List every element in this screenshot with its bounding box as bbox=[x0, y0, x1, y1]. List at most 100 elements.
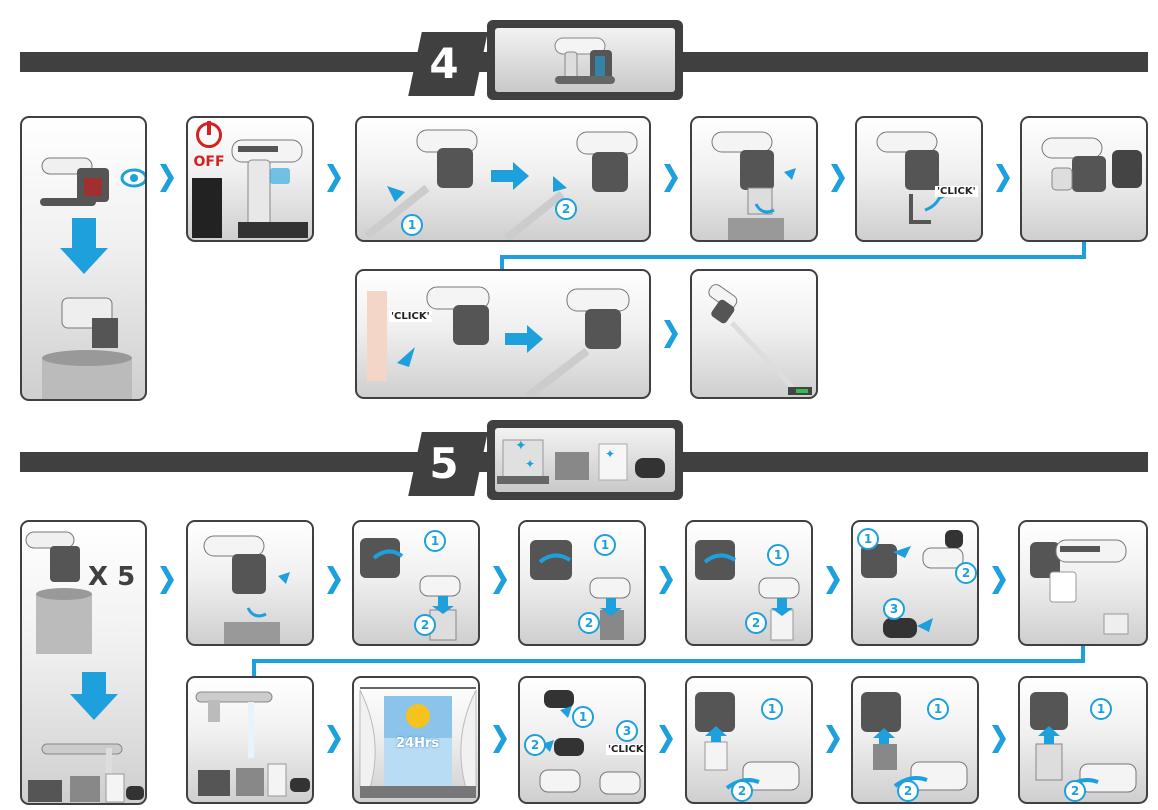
wipe-parts-illustration bbox=[1030, 539, 1129, 635]
step-5-7-panel bbox=[1018, 520, 1148, 646]
clean-parts-thumbnail: ✦ ✦ ✦ bbox=[495, 428, 675, 492]
section-4-number: 4 bbox=[429, 39, 459, 88]
section-5-number: 5 bbox=[429, 439, 459, 488]
step-5-1-panel: X 5 bbox=[20, 520, 147, 805]
svg-text:✦: ✦ bbox=[515, 438, 527, 454]
step-number-3: 3 bbox=[883, 598, 905, 620]
remove-filter-illustration bbox=[530, 540, 631, 640]
svg-text:✦: ✦ bbox=[605, 447, 615, 461]
refit-sponge-illustration bbox=[539, 690, 641, 795]
step-number-2: 2 bbox=[745, 612, 767, 634]
chevron-right-icon bbox=[160, 164, 174, 192]
chevron-right-icon bbox=[493, 566, 507, 594]
section-4-header-image bbox=[487, 20, 683, 100]
step-number-2: 2 bbox=[555, 198, 577, 220]
assembled-vacuum-illustration bbox=[708, 284, 812, 395]
connector-line bbox=[500, 255, 504, 270]
step-5-12-panel: 1 2 bbox=[851, 676, 979, 804]
step-4-5-panel: 'CLICK' bbox=[855, 116, 983, 242]
click-label: 'CLICK' bbox=[389, 311, 432, 322]
step-number-2: 2 bbox=[1064, 780, 1086, 802]
step-number-3: 3 bbox=[616, 720, 638, 742]
remove-sponge-illustration bbox=[861, 530, 964, 638]
connector-line bbox=[1081, 646, 1085, 663]
step-4-2-panel: OFF bbox=[186, 116, 314, 242]
chevron-right-icon bbox=[664, 320, 678, 348]
vacuum-body-icon bbox=[554, 37, 615, 84]
step-5-4-panel: 1 2 bbox=[518, 520, 646, 646]
step-number-1: 1 bbox=[572, 706, 594, 728]
step-5-8-panel bbox=[186, 676, 314, 804]
off-label: OFF bbox=[193, 154, 225, 170]
step-4-7-panel: 'CLICK' bbox=[355, 269, 651, 399]
step-number-1: 1 bbox=[401, 214, 423, 236]
step-4-3-panel: 1 2 bbox=[355, 116, 651, 242]
connector-line bbox=[1082, 242, 1086, 259]
chevron-right-icon bbox=[826, 566, 840, 594]
step-number-2: 2 bbox=[897, 780, 919, 802]
step-4-4-panel bbox=[690, 116, 818, 242]
step-number-1: 1 bbox=[594, 534, 616, 556]
step-5-5-panel: 1 2 bbox=[685, 520, 813, 646]
step-5-3-panel: 1 2 bbox=[352, 520, 480, 646]
step-number-1: 1 bbox=[857, 528, 879, 550]
step-number-1: 1 bbox=[767, 544, 789, 566]
step-number-1: 1 bbox=[927, 698, 949, 720]
bin-closed-illustration bbox=[1041, 137, 1142, 192]
svg-text:✦: ✦ bbox=[525, 457, 535, 471]
chevron-right-icon bbox=[493, 725, 507, 753]
empty-bin-illustration bbox=[203, 535, 290, 644]
step-5-10-panel: 1 2 3 'CLICK' bbox=[518, 676, 646, 804]
chevron-right-icon bbox=[996, 164, 1010, 192]
chevron-right-icon bbox=[327, 164, 341, 192]
step-4-8-panel bbox=[690, 269, 818, 399]
clean-parts-icon: ✦ ✦ ✦ bbox=[497, 438, 665, 484]
power-off-illustration bbox=[192, 139, 308, 238]
inspect-dust-bin-illustration bbox=[40, 157, 145, 399]
chevron-right-icon bbox=[992, 725, 1006, 753]
chevron-right-icon bbox=[327, 566, 341, 594]
chevron-right-icon bbox=[659, 725, 673, 753]
remove-mesh-illustration bbox=[695, 540, 800, 641]
detach-wand-illustration bbox=[364, 129, 638, 240]
click-label: 'CLICK' bbox=[606, 744, 644, 755]
close-bin-illustration bbox=[876, 131, 947, 224]
step-4-6-panel bbox=[1020, 116, 1148, 242]
dry-window-illustration bbox=[359, 687, 477, 798]
step-number-2: 2 bbox=[414, 614, 436, 636]
step-5-2-panel bbox=[186, 520, 314, 646]
step-number-2: 2 bbox=[524, 734, 546, 756]
step-number-1: 1 bbox=[1090, 698, 1112, 720]
step-5-6-panel: 1 2 3 bbox=[851, 520, 979, 646]
rinse-parts-illustration bbox=[195, 691, 310, 797]
remove-cyclone-illustration bbox=[360, 538, 461, 641]
step-number-2: 2 bbox=[731, 780, 753, 802]
chevron-right-icon bbox=[664, 164, 678, 192]
repeat-count-label: X 5 bbox=[88, 562, 136, 592]
reattach-wand-illustration bbox=[367, 286, 630, 397]
vacuum-body-thumbnail bbox=[495, 28, 675, 92]
step-5-13-panel: 1 2 bbox=[1018, 676, 1148, 804]
connector-line bbox=[252, 659, 1085, 663]
chevron-right-icon bbox=[659, 566, 673, 594]
power-icon bbox=[196, 121, 222, 148]
section-5-header-image: ✦ ✦ ✦ bbox=[487, 420, 683, 500]
wash-filter-illustration bbox=[25, 531, 144, 803]
chevron-right-icon bbox=[831, 164, 845, 192]
chevron-right-icon bbox=[992, 566, 1006, 594]
refit-mesh-illustration bbox=[695, 692, 800, 791]
connector-line bbox=[252, 659, 256, 676]
click-label: 'CLICK' bbox=[935, 186, 978, 197]
step-number-1: 1 bbox=[761, 698, 783, 720]
step-number-1: 1 bbox=[424, 530, 446, 552]
step-4-1-panel bbox=[20, 116, 147, 401]
drying-time-label: 24Hrs bbox=[396, 736, 440, 751]
step-5-11-panel: 1 2 bbox=[685, 676, 813, 804]
step-5-9-panel: 24Hrs bbox=[352, 676, 480, 804]
chevron-right-icon bbox=[160, 566, 174, 594]
connector-line bbox=[500, 255, 1086, 259]
step-number-2: 2 bbox=[955, 562, 977, 584]
step-number-2: 2 bbox=[578, 612, 600, 634]
chevron-right-icon bbox=[327, 725, 341, 753]
empty-bin-illustration bbox=[711, 131, 796, 240]
